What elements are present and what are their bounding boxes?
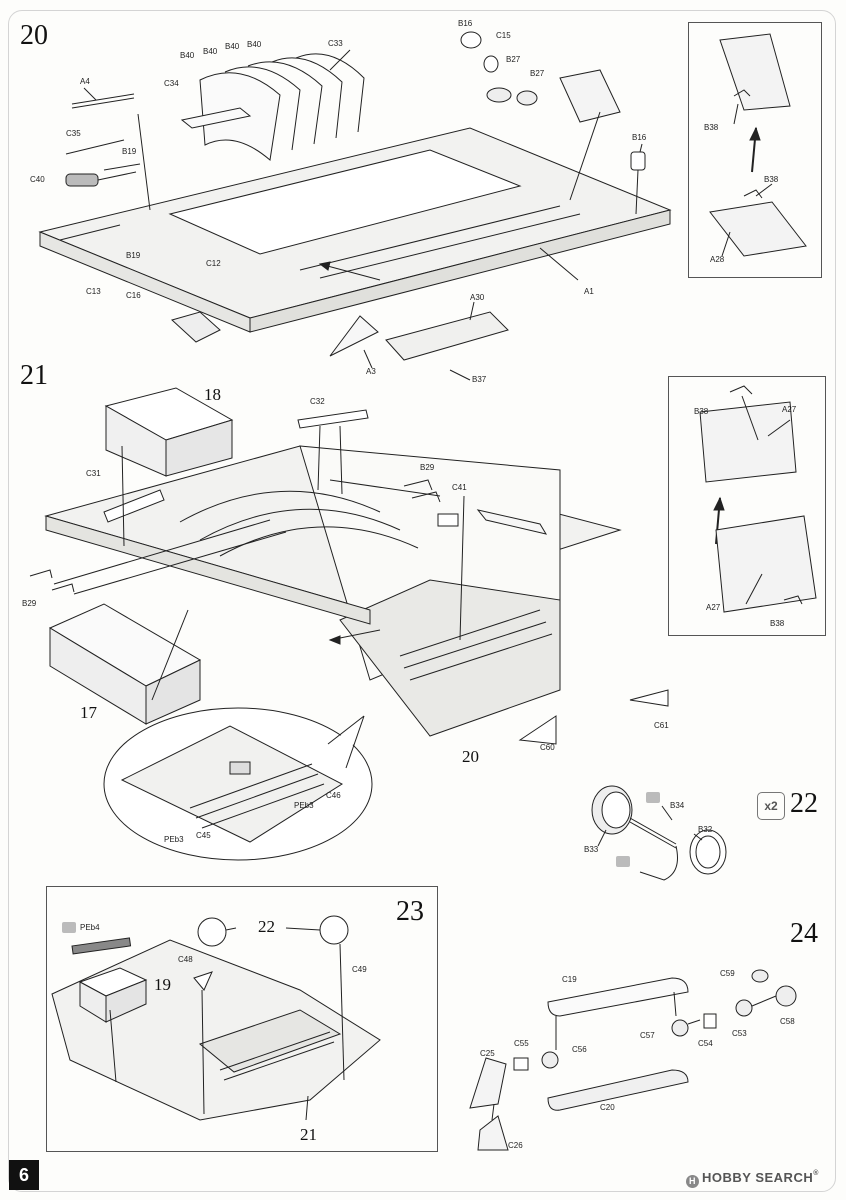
step-number-21: 21 [20,360,48,391]
part-label: C61 [654,721,669,730]
part-label: A27 [706,603,721,612]
part-label: C46 [326,791,341,800]
step-number-24: 24 [790,918,818,949]
part-label: C33 [328,39,343,48]
step-number-23: 23 [396,896,424,927]
step21-inset-drawing [699,385,817,613]
step23-frame [46,886,438,1152]
part-label: C57 [640,1031,655,1040]
part-label: A3 [366,367,376,376]
part-label: A30 [470,293,485,302]
part-label: C31 [86,469,101,478]
part-label: B37 [472,375,487,384]
part-label: C13 [86,287,101,296]
part-label: B29 [420,463,435,472]
step23-drawing [51,915,381,1121]
subassembly-17: 17 [80,703,97,722]
part-label: C58 [780,1017,795,1026]
part-label: C49 [352,965,367,974]
part-label: C53 [732,1029,747,1038]
watermark-logo-icon: H [686,1175,699,1188]
part-label: B34 [670,801,685,810]
step21-detail-inset [668,376,826,636]
photo-etch-badge [646,792,660,803]
page-number: 6 [9,1160,39,1190]
step20-detail-inset [688,22,822,278]
part-label: C25 [480,1049,495,1058]
subassembly-19: 19 [154,975,171,994]
part-label: B40 [180,51,195,60]
part-label: PEb3 [294,801,314,810]
part-label: B38 [704,123,719,132]
part-label: B32 [698,825,713,834]
page-border [8,10,836,1192]
step21-chassis-drawing [29,387,669,745]
part-label: B27 [506,55,521,64]
watermark-text: HOBBY SEARCH [702,1170,814,1185]
part-label: C59 [720,969,735,978]
step21-zoom-drawing [103,707,373,861]
step24-drawing [469,969,797,1151]
step20-inset-drawing [709,33,807,257]
part-label: A28 [710,255,725,264]
part-label: C56 [572,1045,587,1054]
part-label: B38 [764,175,779,184]
part-label: B16 [632,133,647,142]
photo-etch-badge [62,922,76,933]
registered-mark: ® [813,1170,819,1177]
part-label: B16 [458,19,473,28]
part-label: C45 [196,831,211,840]
part-label: B27 [530,69,545,78]
part-label: C26 [508,1141,523,1150]
subassembly-21: 21 [300,1125,317,1144]
part-label: B38 [770,619,785,628]
part-label: C40 [30,175,45,184]
step-number-20: 20 [20,20,48,51]
part-label: C34 [164,79,179,88]
part-label: C41 [452,483,467,492]
part-label: B38 [694,407,709,416]
step20-chassis-drawing [38,31,672,381]
part-label: B40 [203,47,218,56]
part-label: C54 [698,1039,713,1048]
part-label: A4 [80,77,90,86]
part-label: A1 [584,287,594,296]
part-label: B19 [122,147,137,156]
subassembly-22: 22 [258,917,275,936]
part-label: C20 [600,1103,615,1112]
part-label: B40 [225,42,240,51]
part-label: C15 [496,31,511,40]
subassembly-18: 18 [204,385,221,404]
part-label: B33 [584,845,599,854]
step-number-22: 22 [790,788,818,819]
part-label: C19 [562,975,577,984]
part-label: C32 [310,397,325,406]
part-label: C48 [178,955,193,964]
part-label: C35 [66,129,81,138]
part-label: A27 [782,405,797,414]
photo-etch-badge [616,856,630,867]
step22-headlight-drawing [591,785,727,881]
part-label: B40 [247,40,262,49]
part-label: C16 [126,291,141,300]
quantity-badge: x2 [757,792,785,820]
part-label: C12 [206,259,221,268]
subassembly-20: 20 [462,747,479,766]
part-label: B29 [22,599,37,608]
part-label: B19 [126,251,141,260]
part-label: PEb4 [80,923,100,932]
part-label: C60 [540,743,555,752]
part-label: C55 [514,1039,529,1048]
part-label: PEb3 [164,835,184,844]
